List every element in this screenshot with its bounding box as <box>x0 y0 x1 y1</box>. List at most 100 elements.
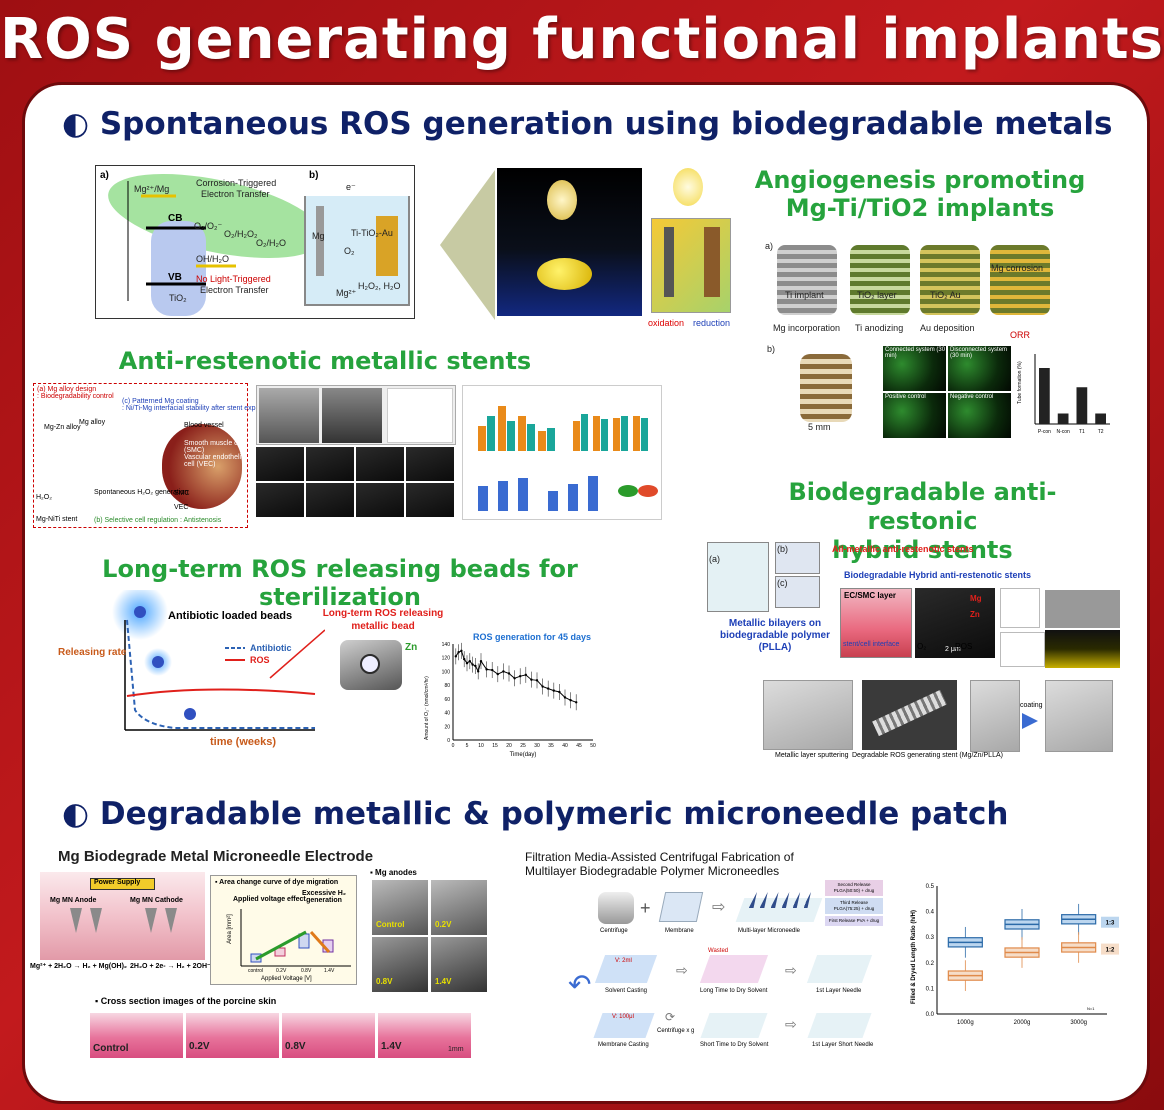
micrograph-1: Connected system (30 min) <box>883 346 946 391</box>
equation-2: 2H₂O + 2e- → H₂ + 2OH⁻ <box>130 963 211 970</box>
heading-angiogenesis-1: Angiogenesis promoting <box>754 166 1086 194</box>
bead-3 <box>184 708 196 720</box>
hybrid-a: (a) <box>709 554 720 564</box>
ratio-12-badge <box>1101 943 1119 955</box>
needle-2 <box>90 908 102 933</box>
electrode-schematic: Power Supply Mg MN Anode Mg MN Cathode <box>40 872 205 960</box>
v2-label: V: 100μl <box>612 1014 634 1020</box>
data-point <box>535 679 539 682</box>
mg-ion-label: Mg²⁺ <box>336 288 357 298</box>
skin-0-8v-label: 0.8V <box>285 1041 306 1052</box>
hybrid-sem: Mg Zn 2 μm <box>915 588 995 658</box>
longterm-2: metallic bead <box>351 621 415 632</box>
hybrid-sem-grid <box>1045 590 1120 628</box>
tube-photo-1 <box>970 680 1020 752</box>
implant-label-1: Ti implant <box>785 290 824 300</box>
implant-1 <box>777 245 837 315</box>
y-tick-label: 40 <box>444 711 450 717</box>
h2o2-label: H₂O₂, H₂O <box>358 281 401 291</box>
tube-photo-2 <box>1045 680 1113 752</box>
spont-label: Spontaneous H₂O₂ generation <box>94 489 189 496</box>
layer-2: Third Release PLGA(75:25) + drug <box>825 898 883 914</box>
long-dry-icon <box>699 955 769 983</box>
data-point <box>457 651 460 654</box>
y-tick-label: 0.3 <box>926 935 935 941</box>
reduction-label: reduction <box>693 318 731 328</box>
data-point <box>485 668 488 671</box>
stent-result-charts <box>462 385 662 520</box>
polymer-title-1: Filtration Media-Assisted Centrifugal Fa… <box>525 850 794 864</box>
series-line <box>455 650 577 703</box>
section-heading-microneedle: ◐ Degradable metallic & polymeric micron… <box>62 796 1009 832</box>
electron-label: e⁻ <box>346 182 356 192</box>
longtime-label: Long Time to Dry Solvent <box>700 988 768 994</box>
heading-angiogenesis: Angiogenesis promoting Mg-Ti/TiO2 implan… <box>745 166 1095 222</box>
bio-hybrid-label: Biodegradable Hybrid anti-restenotic ste… <box>844 570 1032 580</box>
y-tick-label: 20 <box>444 724 450 730</box>
sputtering-photo <box>763 680 853 750</box>
y-tick-label: 80 <box>444 683 450 689</box>
polymer-title-2: Multilayer Biodegradable Polymer Microne… <box>525 864 780 878</box>
time-weeks-label: time (weeks) <box>210 736 277 748</box>
sem-0-2v: 0.2V <box>431 880 487 935</box>
zn-label: Zn <box>405 642 418 653</box>
y-tick-label: 0.1 <box>926 986 935 992</box>
x-tick-label: T2 <box>1098 429 1104 435</box>
y-axis-label: Filled & Dryed Length Ratio (h/H) <box>911 910 917 1004</box>
area-ylabel: Area [mm²] <box>226 914 233 944</box>
interface-label: stent/cell interface <box>843 641 900 648</box>
layer-3: First Release PVA + drug <box>825 916 883 926</box>
data-point <box>454 655 457 658</box>
implant-2 <box>850 245 910 315</box>
data-point <box>569 699 572 702</box>
tio2-label: TiO₂ <box>169 293 187 303</box>
stent-sem-5 <box>256 483 304 517</box>
bar <box>1076 387 1088 424</box>
x-tick-label: 40 <box>562 743 568 749</box>
implant-label-3: TiO₂ Au <box>930 290 961 300</box>
hybrid-plot-1 <box>1000 588 1040 628</box>
implant-4 <box>990 245 1050 315</box>
h2o2-couple: O₂/H₂O₂ <box>224 229 258 239</box>
o2-label: O₂ <box>344 246 355 256</box>
bar <box>1057 413 1069 424</box>
micrograph-4: Negative control <box>948 393 1011 438</box>
chart-title: ROS generation for 45 days <box>473 632 591 642</box>
heading-hybrid: Biodegradable anti-restonic hybrid stent… <box>735 478 1110 565</box>
stent-photo <box>862 680 957 750</box>
data-point <box>575 701 578 704</box>
sputtering-caption: Metallic layer sputtering <box>775 752 849 759</box>
sem-2 <box>322 388 382 443</box>
heading-hybrid-1: Biodegradable anti-restonic <box>788 478 1057 535</box>
stent-sem-7 <box>356 483 404 517</box>
centrifuge-xg-label: Centrifuge x g <box>657 1028 695 1034</box>
y-tick-label: 120 <box>442 656 451 662</box>
heading-beads: Long-term ROS releasing beads for steril… <box>102 555 578 611</box>
membrane-casting-label: Membrane Casting <box>598 1042 649 1048</box>
blood-vessel <box>162 424 242 509</box>
wasted-label: Wasted <box>708 948 729 954</box>
niti-stent-label: Mg-NiTi stent <box>36 516 78 523</box>
section-heading-ros: ◐ Spontaneous ROS generation using biode… <box>62 106 1113 142</box>
x-tick-label: 5 <box>466 743 469 749</box>
hybrid-fluorescence <box>1045 630 1120 668</box>
sem-control-label: Control <box>376 920 405 929</box>
hybrid-mg: Mg <box>970 594 982 603</box>
first-short-label: 1st Layer Short Needle <box>812 1042 874 1048</box>
data-point <box>471 663 474 666</box>
excessive-label: Excessive H₂ generation <box>302 890 346 904</box>
membrane-label: Membrane <box>665 928 694 934</box>
stent-sem-4 <box>406 447 454 481</box>
allmetal-label: All-metallic anti-restenotic stents <box>832 544 974 554</box>
hybrid-scale: 2 μm <box>945 646 961 653</box>
ros-legend: ROS <box>250 655 270 665</box>
releasing-rate-label: Releasing rate <box>58 647 127 658</box>
x-axis-label: Time(day) <box>510 752 537 758</box>
mg-electrode <box>316 206 324 276</box>
area-box-plot <box>240 909 351 967</box>
y-tick-label: 60 <box>444 697 450 703</box>
y-axis-label: Tube formation (%) <box>1017 361 1023 404</box>
data-point <box>479 659 483 663</box>
